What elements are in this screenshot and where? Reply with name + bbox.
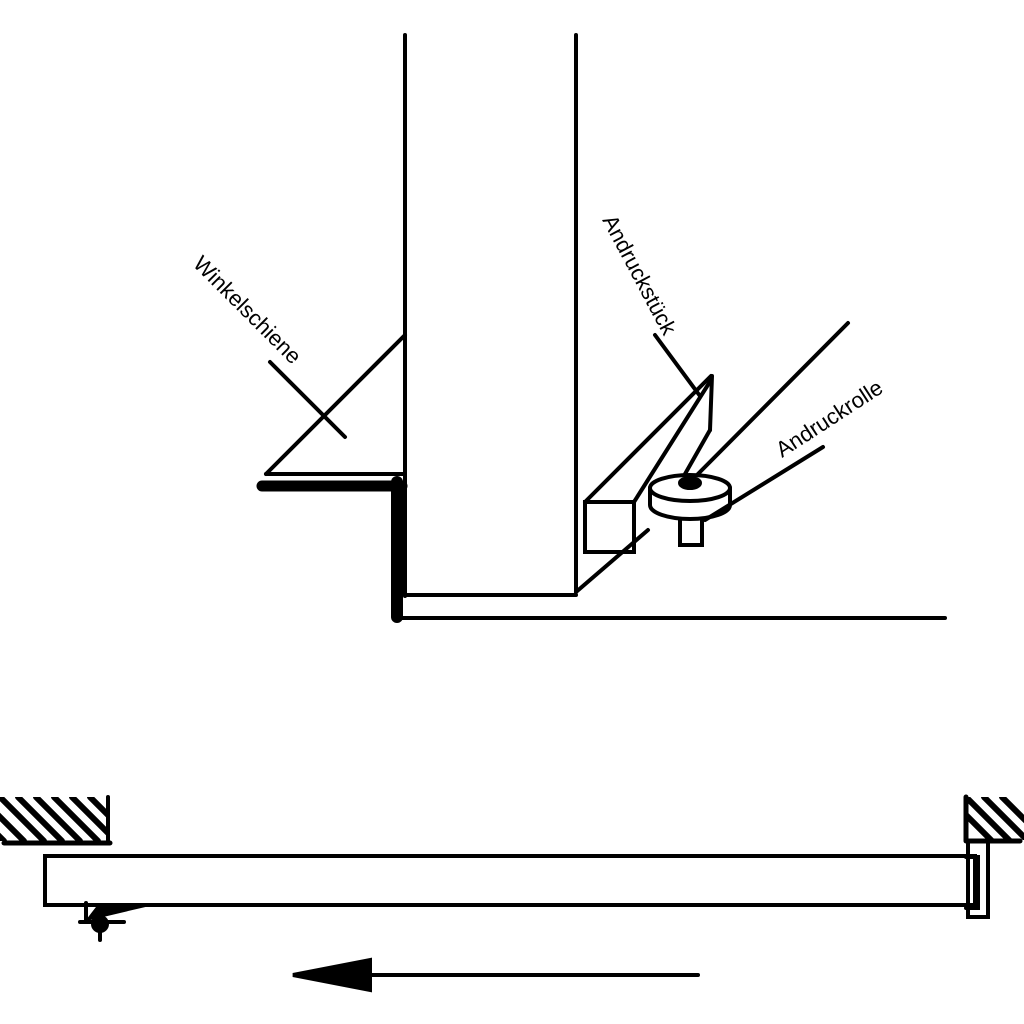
direction-arrow (292, 957, 700, 993)
right-wall-hatch (963, 794, 1024, 844)
roller-mechanism (78, 901, 146, 942)
leader-andruckstueck (653, 333, 702, 398)
leader-andruckrolle (703, 445, 825, 522)
angle-rail (256, 333, 947, 623)
leader-winkelschiene (268, 360, 347, 439)
pressure-roller (648, 321, 850, 547)
pressure-piece (574, 374, 714, 594)
left-wall-hatch (0, 795, 113, 846)
door-leaf (43, 854, 977, 907)
end-bracket (964, 841, 990, 919)
post (403, 33, 578, 598)
label-andruckstueck: Andruckstück (598, 211, 683, 340)
label-winkelschiene: Winkelschiene (188, 251, 306, 369)
label-andruckrolle: Andruckrolle (771, 375, 887, 463)
